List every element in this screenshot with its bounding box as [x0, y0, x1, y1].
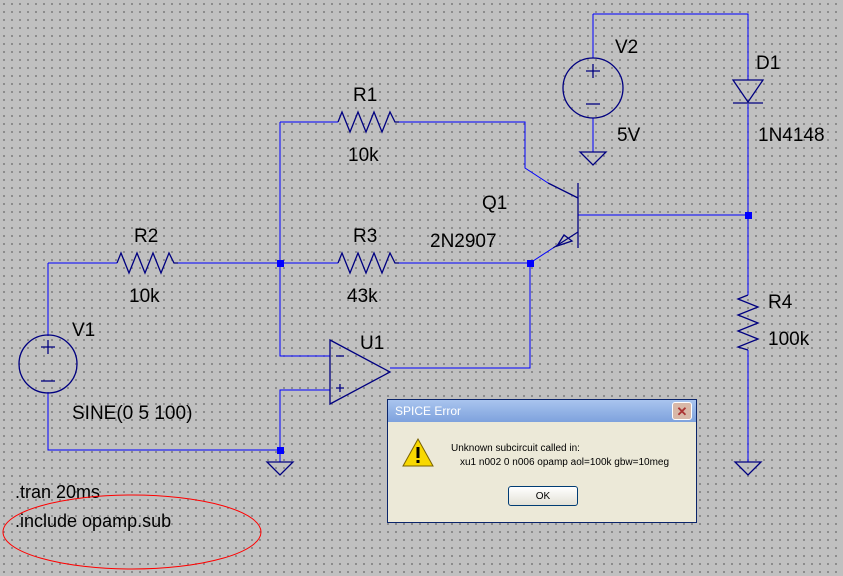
wires — [47, 13, 749, 462]
opamp-u1[interactable] — [329, 338, 392, 406]
resistor-r1[interactable] — [337, 110, 399, 134]
r1-value: 10k — [348, 145, 379, 166]
spice-error-dialog: SPICE Error ✕ Unknown subcircuit called … — [387, 399, 697, 523]
ground-symbol — [578, 151, 608, 166]
tran-directive[interactable]: .tran 20ms — [15, 482, 100, 502]
resistor-r3[interactable] — [337, 251, 399, 275]
junction-dot — [277, 447, 284, 454]
error-message-line1: Unknown subcircuit called in: — [451, 443, 580, 454]
junction-dot — [527, 260, 534, 267]
v1-value: SINE(0 5 100) — [72, 403, 192, 424]
r2-value: 10k — [129, 286, 160, 307]
junction-dot — [277, 260, 284, 267]
ground-symbol — [265, 461, 295, 476]
r4-value: 100k — [768, 329, 810, 350]
transistor-q1[interactable] — [547, 182, 579, 249]
q1-value: 2N2907 — [430, 231, 497, 252]
close-button[interactable]: ✕ — [672, 402, 692, 420]
u1-name: U1 — [360, 333, 384, 354]
q1-name: Q1 — [482, 193, 507, 214]
error-message-line2: xu1 n002 0 n006 opamp aol=100k gbw=10meg — [460, 457, 670, 468]
dialog-title: SPICE Error — [395, 404, 462, 418]
voltage-source-v2[interactable] — [562, 57, 624, 119]
r1-name: R1 — [353, 85, 377, 106]
dialog-body: Unknown subcircuit called in: xu1 n002 0… — [388, 422, 696, 522]
r3-value: 43k — [347, 286, 378, 307]
warning-icon — [402, 438, 434, 467]
resistor-r4[interactable] — [736, 294, 760, 351]
dialog-titlebar[interactable]: SPICE Error ✕ — [388, 400, 696, 422]
v2-name: V2 — [615, 37, 638, 58]
voltage-source-v1[interactable] — [18, 334, 78, 394]
ok-button[interactable]: OK — [508, 486, 578, 506]
r4-name: R4 — [768, 292, 793, 313]
d1-name: D1 — [756, 53, 780, 74]
v1-name: V1 — [72, 320, 95, 341]
junction-dot — [745, 212, 752, 219]
include-directive[interactable]: .include opamp.sub — [15, 511, 171, 531]
r2-name: R2 — [134, 226, 158, 247]
v2-value: 5V — [617, 125, 641, 146]
r3-name: R3 — [353, 226, 377, 247]
diode-d1[interactable] — [731, 79, 765, 104]
ground-symbol — [733, 461, 763, 476]
d1-value: 1N4148 — [758, 125, 825, 146]
junctions — [277, 212, 752, 454]
annotation-circle — [2, 494, 262, 570]
resistor-r2[interactable] — [116, 251, 178, 275]
